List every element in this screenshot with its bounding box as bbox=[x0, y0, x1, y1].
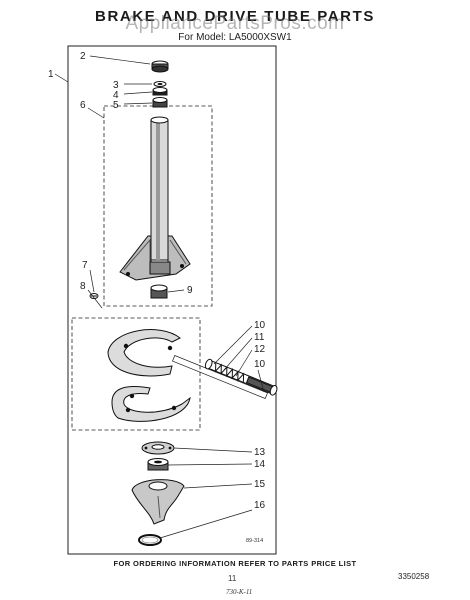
callout-10-upper: 10 bbox=[254, 320, 266, 331]
callout-3: 3 bbox=[113, 80, 119, 91]
callout-1: 1 bbox=[48, 69, 54, 80]
page-number: 11 bbox=[228, 574, 237, 583]
callout-8: 8 bbox=[80, 281, 86, 292]
diagram-code: 89-314 bbox=[246, 538, 264, 544]
callout-13: 13 bbox=[254, 447, 266, 458]
callout-7: 7 bbox=[82, 260, 88, 271]
part-5-bearing bbox=[152, 97, 168, 108]
part-4-seal bbox=[152, 87, 168, 96]
part-2-nut bbox=[151, 60, 169, 73]
part-13-retainer bbox=[141, 441, 175, 455]
leader-lines bbox=[54, 55, 265, 539]
brake-shoe-upper bbox=[107, 329, 181, 377]
part-7-screw bbox=[89, 293, 99, 299]
brake-spring-assembly bbox=[172, 355, 278, 399]
callout-11: 11 bbox=[254, 332, 265, 343]
brake-shoe-lower bbox=[111, 386, 191, 422]
callout-12: 12 bbox=[254, 344, 266, 355]
ordering-note: FOR ORDERING INFORMATION REFER TO PARTS … bbox=[113, 559, 357, 568]
part-9-bushing bbox=[150, 284, 168, 299]
callout-9: 9 bbox=[187, 285, 193, 296]
model-line: For Model: LA5000XSW1 bbox=[178, 32, 292, 43]
part-16-o-ring bbox=[138, 534, 162, 546]
signature-mark: 730-K-11 bbox=[226, 588, 253, 596]
callout-4: 4 bbox=[113, 90, 119, 101]
callout-2: 2 bbox=[80, 51, 86, 62]
callout-15: 15 bbox=[254, 479, 266, 490]
part-14-sleeve bbox=[147, 458, 169, 471]
document-part-number: 3350258 bbox=[398, 572, 430, 581]
callout-14: 14 bbox=[254, 459, 266, 470]
callout-16: 16 bbox=[254, 500, 266, 511]
watermark: AppliancePartsPros.com bbox=[125, 13, 345, 34]
part-15-cam bbox=[131, 479, 185, 525]
assembly-frame bbox=[67, 45, 277, 555]
callout-6: 6 bbox=[80, 100, 86, 111]
part-3-washer bbox=[153, 81, 167, 87]
page-title: BRAKE AND DRIVE TUBE PARTS bbox=[95, 8, 375, 25]
brake-group-box bbox=[71, 317, 201, 431]
callout-10-lower: 10 bbox=[254, 359, 266, 370]
callout-5: 5 bbox=[113, 100, 119, 111]
part-6-drive-tube bbox=[119, 116, 191, 281]
